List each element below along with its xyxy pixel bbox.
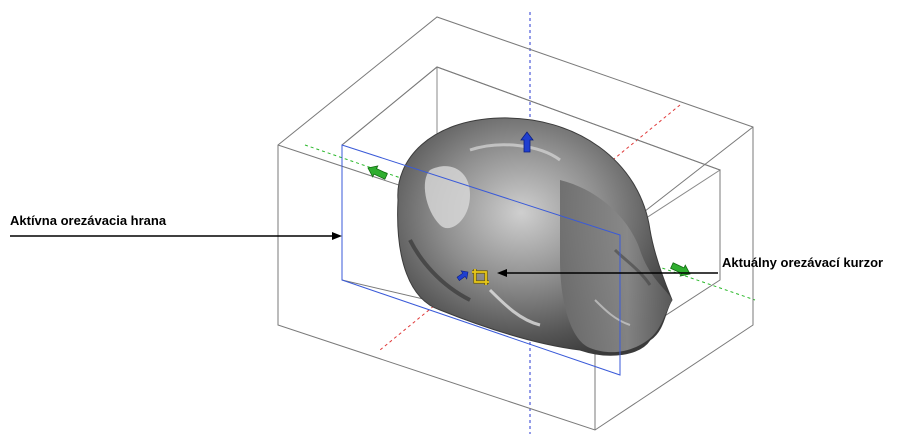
crop-cursor-icon[interactable] xyxy=(472,269,489,285)
head-volume-render xyxy=(397,117,673,356)
cursor-label: Aktuálny orezávací kurzor xyxy=(722,255,884,270)
arrow-left-icon[interactable] xyxy=(365,163,388,182)
arrow-right-icon[interactable] xyxy=(669,260,692,279)
depth-handle-icon[interactable] xyxy=(455,268,471,283)
active-edge-callout-arrow xyxy=(10,232,342,240)
active-edge-label: Aktívna orezávacia hrana xyxy=(10,213,167,228)
cursor-callout-arrow xyxy=(497,269,718,277)
arrow-up-icon[interactable] xyxy=(520,131,534,153)
active-clipping-edge[interactable] xyxy=(341,144,621,376)
